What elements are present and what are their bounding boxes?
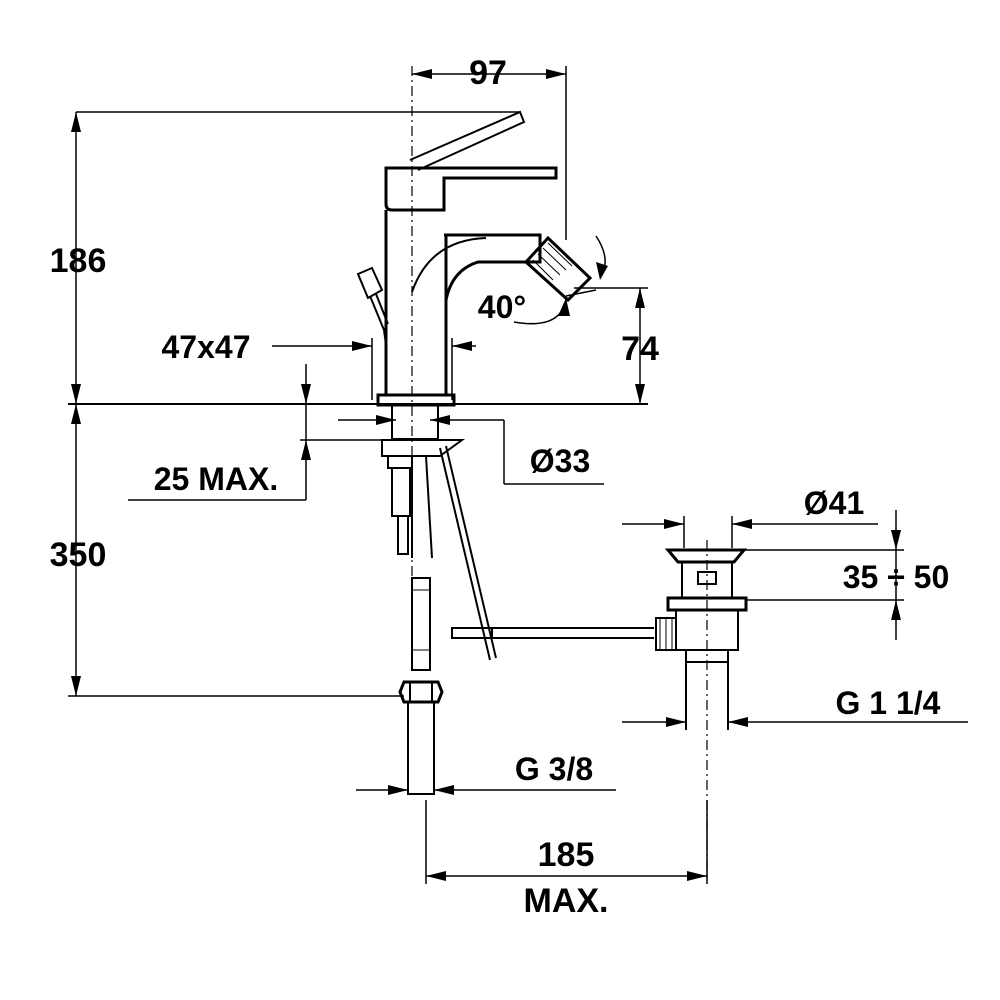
mixer-body (356, 66, 593, 600)
supply-thread-label: G 3/8 (515, 751, 593, 787)
popup-rod (439, 445, 654, 661)
waste-diameter-label: Ø41 (804, 485, 864, 521)
below-deck-label: 350 (50, 536, 107, 574)
deck-thickness-label: 25 MAX. (154, 461, 278, 497)
total-height-label: 186 (50, 242, 107, 280)
dimension-lines (68, 66, 968, 884)
rod-distance-max-label: MAX. (524, 882, 609, 920)
popup-knob (356, 266, 389, 346)
fixing-assembly (381, 404, 466, 795)
spout-reach-label: 97 (469, 54, 507, 92)
spray-nozzle (523, 235, 593, 303)
spray-angle-label: 40° (478, 289, 526, 325)
waste-valve (655, 540, 748, 880)
base-size-label: 47x47 (162, 329, 251, 365)
waste-thread-label: G 1 1/4 (836, 685, 941, 721)
waste-range-label: 35 ÷ 50 (843, 559, 950, 595)
spout-height-label: 74 (621, 330, 659, 368)
hole-diameter-label: Ø33 (530, 443, 590, 479)
rod-distance-value-label: 185 (538, 836, 595, 874)
